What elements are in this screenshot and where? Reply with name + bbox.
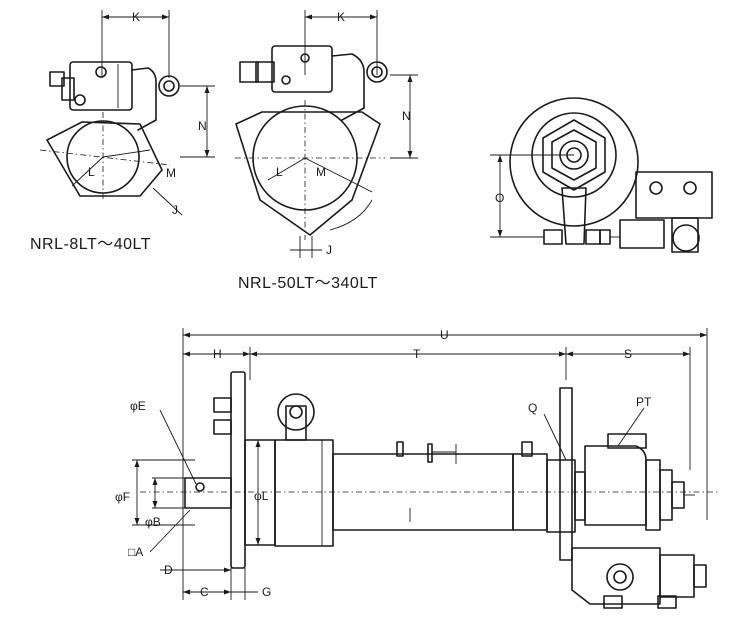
label-n-large: N bbox=[402, 109, 411, 123]
label-l-large: L bbox=[276, 165, 283, 179]
label-k-large: K bbox=[337, 10, 345, 24]
label-phi-l: φL bbox=[254, 489, 269, 503]
label-phi-f: φF bbox=[115, 490, 130, 504]
caption-large-series: NRL-50LT～340LT bbox=[238, 275, 378, 292]
label-u: U bbox=[440, 328, 449, 342]
large-series-side-view: K N L M J NRL-50LT～340LT bbox=[235, 10, 418, 292]
label-n-small: N bbox=[198, 119, 207, 133]
label-j-small: J bbox=[172, 203, 178, 217]
label-phi-e: φE bbox=[130, 399, 146, 413]
label-box-a: □A bbox=[128, 545, 143, 559]
label-pt: PT bbox=[636, 395, 652, 409]
label-l-small: L bbox=[88, 165, 95, 179]
label-o: O bbox=[495, 191, 504, 205]
label-m-large: M bbox=[316, 165, 326, 179]
label-j-large: J bbox=[326, 243, 332, 257]
label-g: G bbox=[262, 585, 271, 599]
label-k-small: K bbox=[132, 10, 140, 24]
label-t: T bbox=[413, 347, 421, 361]
caption-small-series: NRL-8LT～40LT bbox=[30, 236, 151, 253]
label-c: C bbox=[200, 585, 209, 599]
label-h: H bbox=[213, 347, 222, 361]
front-view: U H T S bbox=[115, 328, 720, 609]
end-view: O bbox=[490, 97, 713, 253]
label-q: Q bbox=[528, 401, 537, 415]
label-m-small: M bbox=[166, 166, 176, 180]
label-phi-b: φB bbox=[145, 515, 161, 529]
label-d: D bbox=[164, 563, 173, 577]
label-s: S bbox=[624, 347, 632, 361]
small-series-side-view: K N L M J NRL-8LT～40LT bbox=[30, 10, 215, 253]
